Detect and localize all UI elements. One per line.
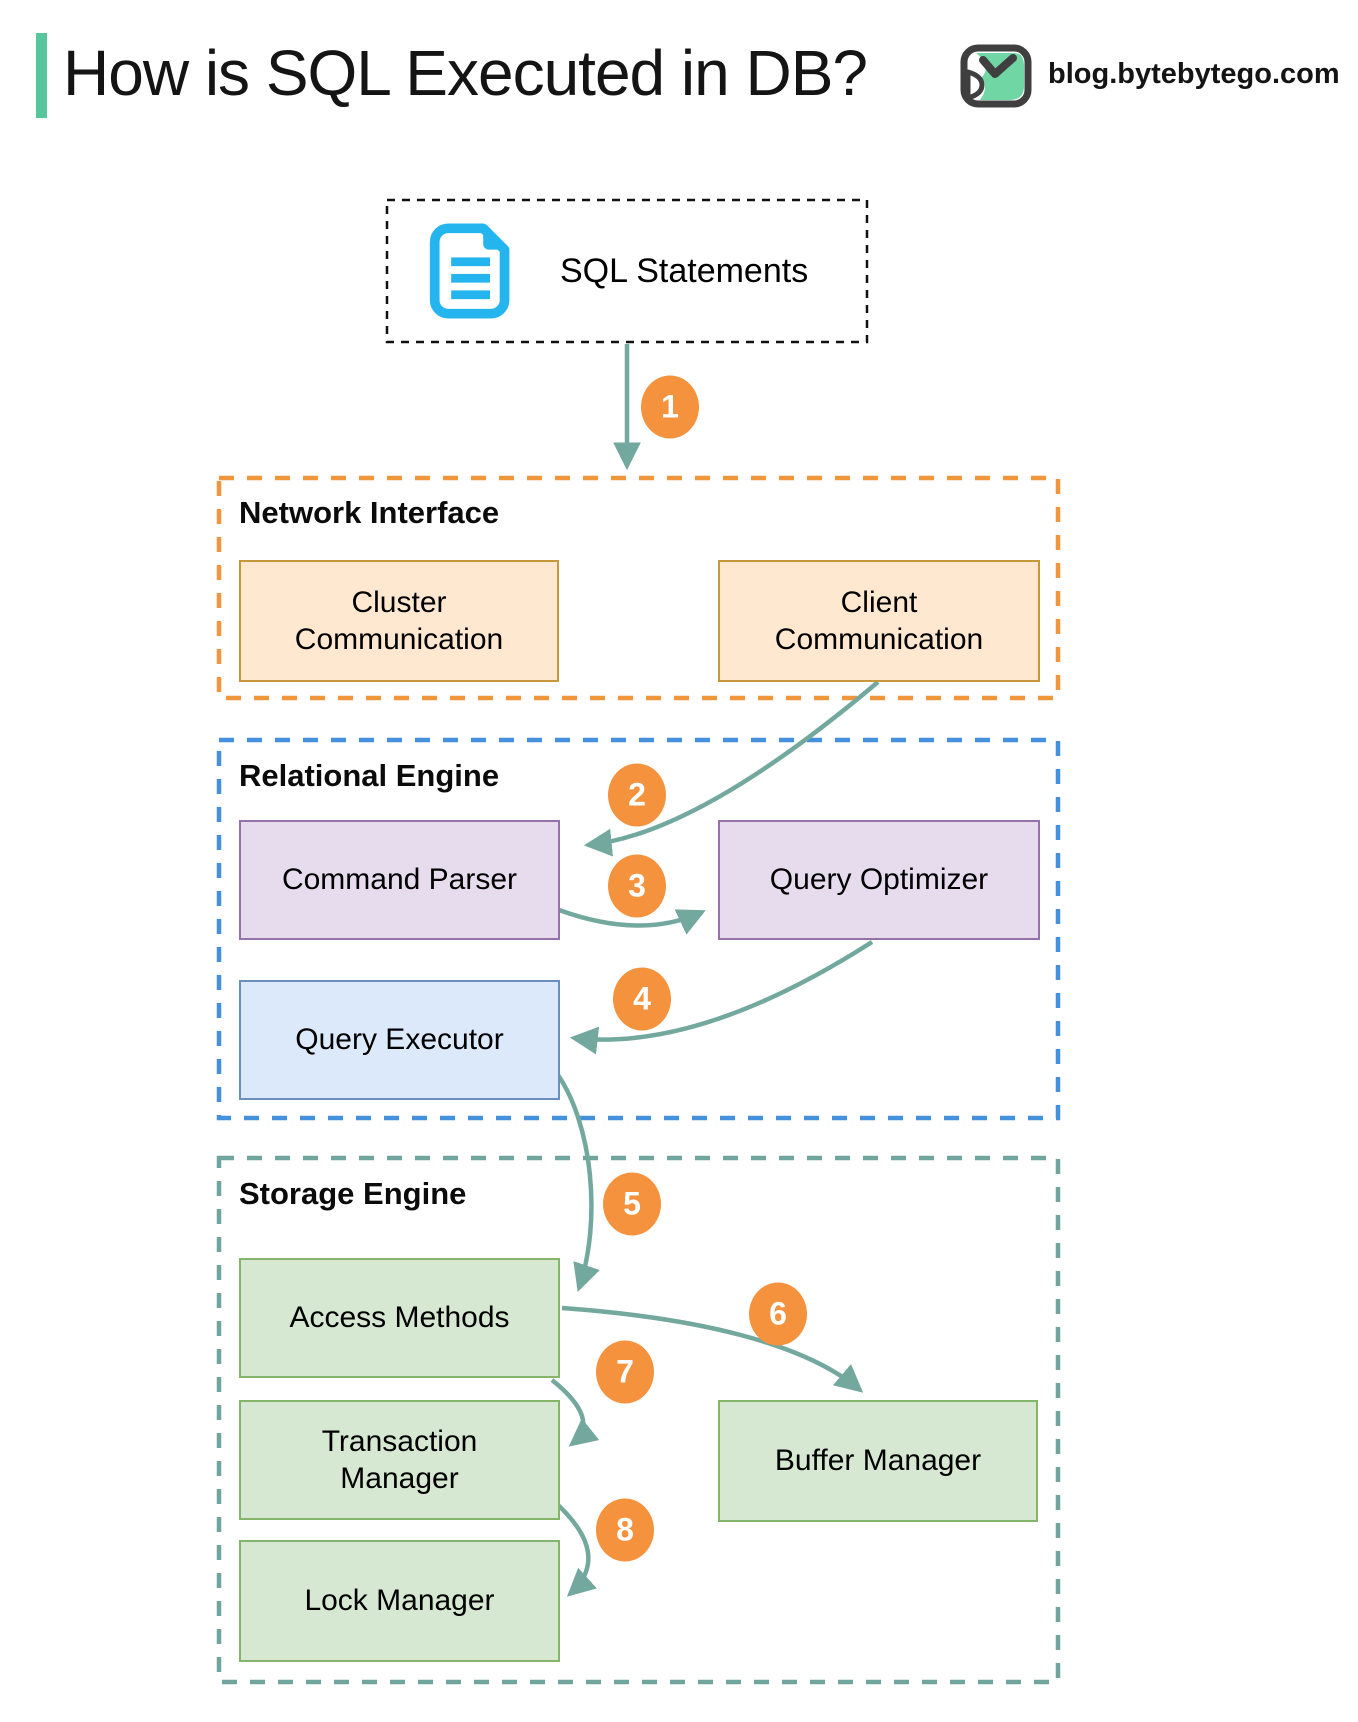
relational-engine-border bbox=[216, 737, 1061, 1121]
lock-manager-box: Lock Manager bbox=[239, 1540, 560, 1662]
step-badge-1: 1 bbox=[641, 375, 699, 439]
transaction-manager-box: Transaction Manager bbox=[239, 1400, 560, 1520]
client-communication-box: Client Communication bbox=[718, 560, 1040, 682]
network-interface-title: Network Interface bbox=[239, 495, 500, 530]
cluster-communication-box: Cluster Communication bbox=[239, 560, 559, 682]
arrow-7-access-to-transaction bbox=[550, 1378, 600, 1447]
arrow-2-client-to-parser bbox=[583, 680, 880, 857]
arrow-5-executor-to-access bbox=[556, 1073, 600, 1292]
arrow-8-transaction-to-lock bbox=[556, 1503, 597, 1597]
step-badge-8: 8 bbox=[596, 1498, 654, 1562]
arrow-3-parser-to-optimizer bbox=[558, 907, 706, 935]
brand-url: blog.bytebytego.com bbox=[1048, 58, 1340, 90]
query-optimizer-box: Query Optimizer bbox=[718, 820, 1040, 940]
arrow-4-optimizer-to-executor bbox=[569, 940, 874, 1055]
step-badge-5: 5 bbox=[603, 1172, 661, 1236]
step-badge-7: 7 bbox=[596, 1340, 654, 1404]
page-title: How is SQL Executed in DB? bbox=[63, 37, 868, 109]
bytebytego-logo-icon bbox=[960, 44, 1032, 108]
relational-engine-title: Relational Engine bbox=[239, 758, 500, 793]
sql-statements-box: SQL Statements bbox=[387, 200, 867, 342]
sql-statements-border bbox=[385, 198, 869, 344]
document-icon bbox=[429, 223, 510, 319]
sql-statements-label: SQL Statements bbox=[560, 251, 809, 290]
title-accent-bar bbox=[36, 33, 47, 118]
query-executor-box: Query Executor bbox=[239, 980, 560, 1100]
arrow-6-access-to-buffer bbox=[561, 1305, 864, 1393]
step-badge-2: 2 bbox=[608, 763, 666, 827]
step-badge-6: 6 bbox=[749, 1282, 807, 1346]
step-badge-3: 3 bbox=[608, 854, 666, 918]
storage-engine-border bbox=[216, 1155, 1061, 1685]
command-parser-box: Command Parser bbox=[239, 820, 560, 940]
access-methods-box: Access Methods bbox=[239, 1258, 560, 1378]
storage-engine-title: Storage Engine bbox=[239, 1176, 467, 1211]
buffer-manager-box: Buffer Manager bbox=[718, 1400, 1038, 1522]
step-badge-4: 4 bbox=[613, 967, 671, 1031]
